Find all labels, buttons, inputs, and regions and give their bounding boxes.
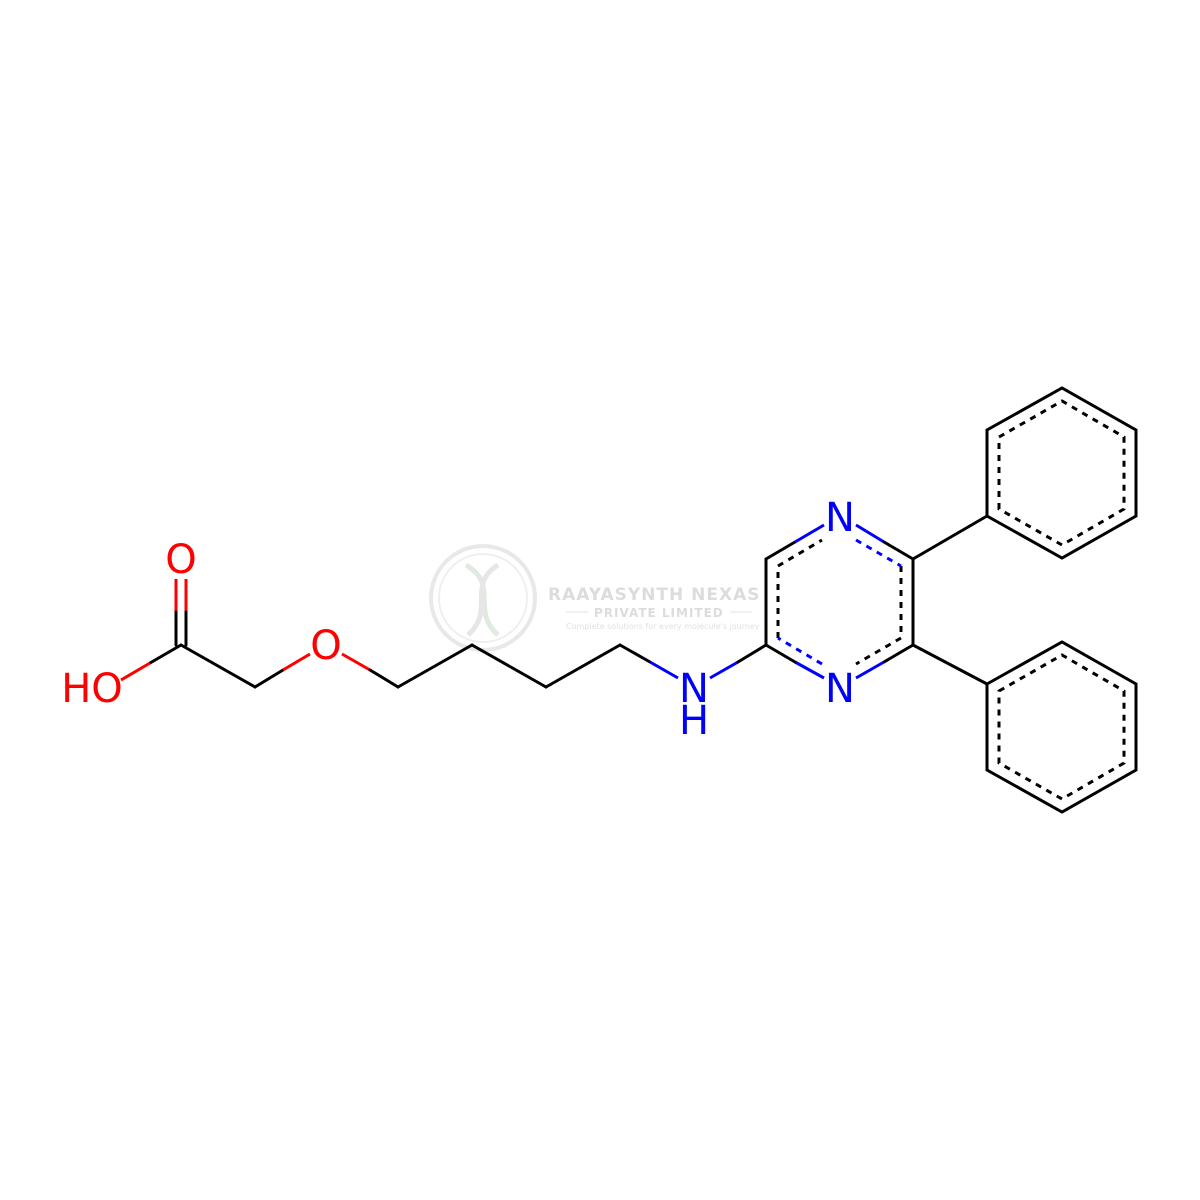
phenyl-top-aromatic-dashes — [997, 399, 1126, 547]
pyrazine-bond-n-c2-carbon — [764, 643, 797, 664]
ch2-n-bond-carbon — [618, 643, 652, 664]
watermark: RAAYASYNTH NEXAS PRIVATE LIMITED Complet… — [429, 544, 761, 652]
atom-label-carbonyl-oxygen: O — [165, 537, 196, 583]
watermark-company: RAAYASYNTH NEXAS — [548, 585, 761, 605]
pyrazine-bond-c6-n-carbon — [882, 643, 915, 664]
pyrazine-bond-n-c5-carbon — [882, 540, 915, 561]
chain-bond-2 — [470, 643, 548, 689]
pyrazine-ring — [764, 523, 915, 680]
pyrazine-aromatic-dash-top-left — [777, 538, 823, 568]
pyrazine-bond-c6-n-nitrogen — [855, 660, 885, 680]
phenyl-bottom-aromatic-dashes — [997, 653, 1126, 801]
phenyl-top-hexagon — [985, 386, 1138, 560]
chain-bond-1 — [396, 643, 474, 689]
atom-label-amine-nitrogen: N — [679, 666, 709, 712]
pyrazine-bond-n-c2-nitrogen — [794, 660, 825, 680]
watermark-tagline: Complete solutions for every molecule's … — [566, 622, 760, 631]
c-oh-bond-oxygen — [120, 661, 151, 682]
atom-label-pyrazine-n1: N — [825, 495, 855, 541]
pyrazine-aromatic-dash-bottom-right — [855, 636, 902, 666]
n-pyrazine-bond-carbon — [736, 643, 768, 664]
carboxylic-acid-group — [120, 579, 311, 689]
pyrazine-aromatic-dash-bottom-left — [777, 636, 823, 666]
c-oh-bond-carbon — [148, 643, 183, 665]
watermark-logo-inner-ring — [438, 553, 528, 643]
phenyl-ring-bottom — [985, 640, 1138, 814]
pyrazine-bond-c3-n-nitrogen — [794, 523, 825, 544]
ch2-o-bond-carbon — [253, 668, 285, 689]
phenyl-bottom-hexagon — [985, 640, 1138, 814]
pyrazine-bond-c3-n-carbon — [764, 540, 797, 561]
atom-label-hydroxyl: HO — [61, 666, 123, 712]
o-ch2-bond-carbon — [368, 668, 400, 689]
alkyl-chain — [341, 643, 768, 689]
atom-label-amine-hydrogen: H — [679, 698, 709, 744]
watermark-subtitle: PRIVATE LIMITED — [594, 606, 724, 620]
pyrazine-bond-n-c5-nitrogen — [855, 523, 885, 544]
ch2-o-bond-oxygen — [282, 652, 311, 672]
o-ch2-bond-oxygen — [341, 652, 371, 672]
watermark-helix-icon — [464, 562, 500, 637]
c-ch2-bond — [179, 643, 257, 689]
n-pyrazine-bond-nitrogen — [709, 660, 739, 680]
chain-bond-3 — [544, 643, 622, 689]
atom-label-pyrazine-n4: N — [825, 666, 855, 712]
atom-label-ether-oxygen: O — [310, 623, 341, 669]
pyrazine-aromatic-dash-top-right — [855, 538, 902, 568]
pyrazine-phenyl-bottom-bond — [911, 643, 989, 686]
watermark-helix-strand-icon — [466, 562, 500, 637]
ch2-n-bond-nitrogen — [649, 660, 679, 680]
pyrazine-phenyl-top-bond — [911, 514, 989, 561]
phenyl-ring-top — [985, 386, 1138, 560]
